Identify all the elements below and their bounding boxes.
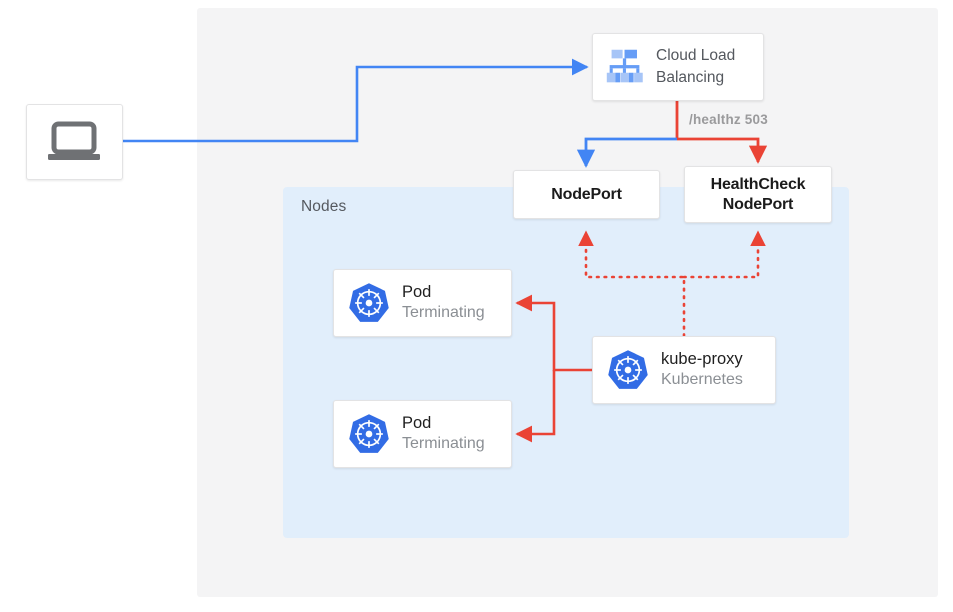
- cloud-load-balancing-title-line1: Cloud Load: [656, 47, 736, 64]
- laptop-icon: [47, 121, 100, 160]
- cloud-load-balancing-node[interactable]: Cloud Load Balancing: [592, 33, 764, 101]
- healthcheck-nodeport-label-line2: NodePort: [722, 195, 794, 213]
- kube-proxy-node[interactable]: kube-proxy Kubernetes: [592, 336, 776, 404]
- healthcheck-nodeport-label: HealthCheck NodePort: [711, 175, 806, 215]
- pod-1-title: Pod: [402, 283, 432, 302]
- kubernetes-icon: [608, 350, 648, 389]
- nodeport-label: NodePort: [551, 185, 622, 203]
- cloud-load-balancing-title-line2: Balancing: [656, 69, 725, 86]
- pod-node-2[interactable]: Pod Terminating: [333, 400, 512, 468]
- healthcheck-nodeport-node[interactable]: HealthCheck NodePort: [684, 166, 832, 223]
- kube-proxy-title: kube-proxy: [661, 350, 743, 369]
- cloud-load-balancing-label: Cloud Load Balancing: [656, 45, 735, 89]
- client-node[interactable]: [26, 104, 123, 180]
- pod-1-status: Terminating: [402, 304, 485, 322]
- kube-proxy-subtitle: Kubernetes: [661, 371, 743, 389]
- kubernetes-icon: [349, 283, 389, 322]
- pod-1-text: Pod Terminating: [402, 283, 485, 322]
- cloud-load-balancing-icon: [606, 49, 643, 83]
- kubernetes-icon: [349, 414, 389, 453]
- nodeport-node[interactable]: NodePort: [513, 170, 660, 219]
- nodes-region-label: Nodes: [301, 198, 347, 215]
- pod-node-1[interactable]: Pod Terminating: [333, 269, 512, 337]
- healthz-edge-label: /healthz 503: [689, 112, 768, 127]
- pod-2-title: Pod: [402, 414, 432, 433]
- kube-proxy-text: kube-proxy Kubernetes: [661, 350, 743, 389]
- pod-2-status: Terminating: [402, 435, 485, 453]
- pod-2-text: Pod Terminating: [402, 414, 485, 453]
- healthcheck-nodeport-label-line1: HealthCheck: [710, 175, 806, 193]
